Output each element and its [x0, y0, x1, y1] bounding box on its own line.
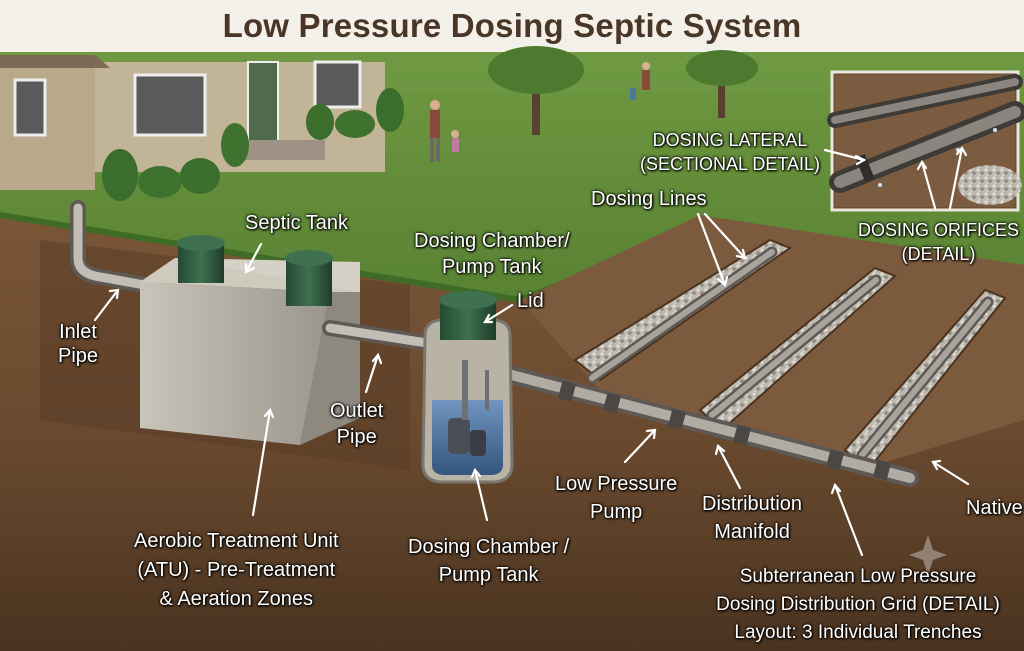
sparkle-icon [909, 535, 947, 575]
label-dosing-orifices: DOSING ORIFICES(DETAIL) [858, 220, 1020, 264]
leader-arrows [93, 146, 970, 557]
septic-tank-risers [177, 235, 333, 306]
label-native: Native [966, 497, 1023, 519]
page-title: Low Pressure Dosing Septic System [222, 7, 802, 44]
dosing-lateral-detail-inset [827, 70, 1024, 212]
dosing-lateral-pipes [586, 246, 994, 461]
house [0, 55, 404, 201]
background-trees [488, 46, 758, 135]
label-septic-tank: Septic Tank [245, 212, 349, 234]
label-lid: Lid [517, 290, 544, 312]
label-dosing-lateral: DOSING LATERAL(SECTIONAL DETAIL) [640, 130, 821, 174]
dosing-chamber [421, 291, 514, 484]
people [430, 62, 650, 162]
label-dosing-chamber-top: Dosing Chamber/Pump Tank [414, 230, 570, 278]
label-dosing-lines: Dosing Lines [591, 188, 707, 210]
label-dosing-chamber-bottom: Dosing Chamber /Pump Tank [408, 536, 570, 586]
distribution-manifold-pipe [491, 363, 919, 487]
label-atu: Aerobic Treatment Unit(ATU) - Pre-Treatm… [134, 530, 339, 610]
